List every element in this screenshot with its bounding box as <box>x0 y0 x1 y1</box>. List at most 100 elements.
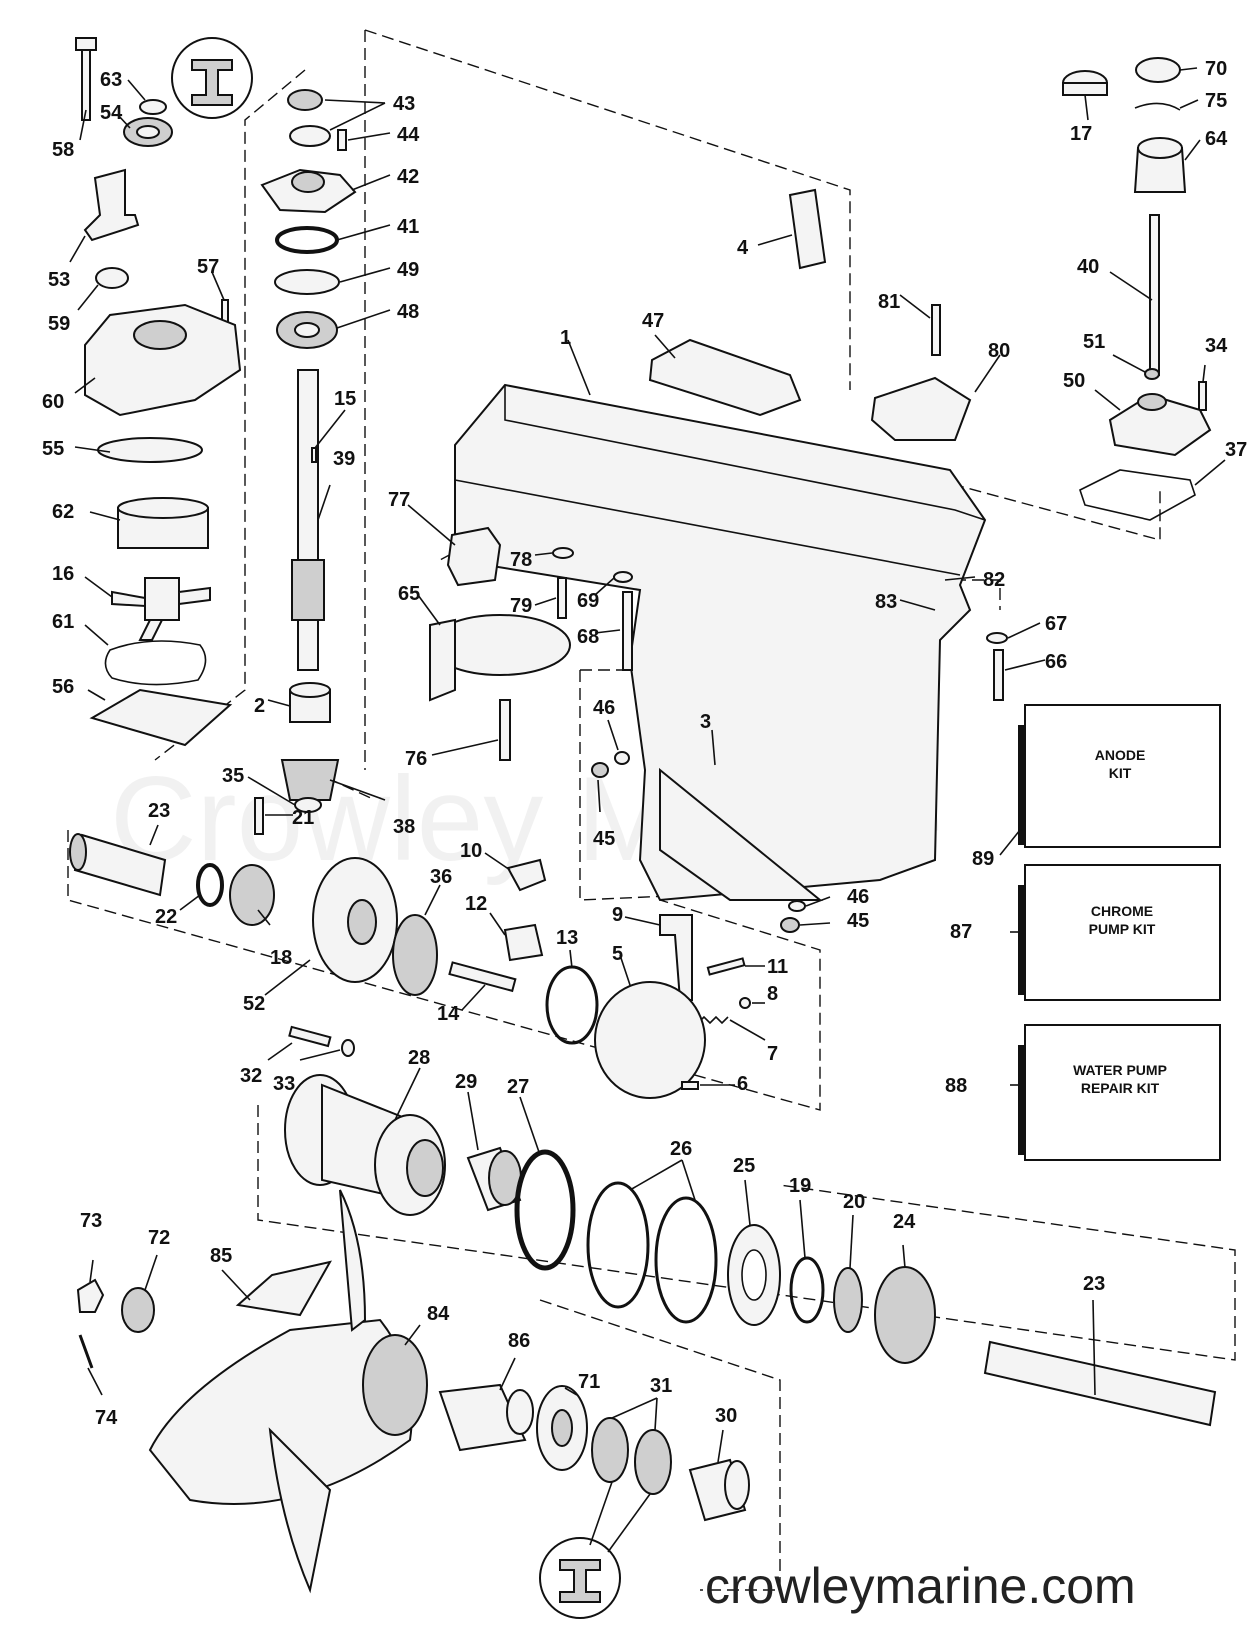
callout-18: 18 <box>270 947 292 969</box>
pin-14 <box>448 961 517 993</box>
washer-46b <box>788 900 806 912</box>
bolt-32 <box>288 1025 332 1048</box>
callout-64: 64 <box>1205 128 1228 150</box>
callout-36: 36 <box>430 866 452 888</box>
screw-34 <box>1198 381 1207 411</box>
plug-45b <box>780 917 800 933</box>
callout-8: 8 <box>767 983 778 1005</box>
kit-wp-line2: REPAIR KIT <box>1081 1080 1160 1096</box>
callout-46a: 46 <box>593 697 615 719</box>
link-12 <box>503 923 544 962</box>
gasket-61 <box>104 640 207 686</box>
callout-55: 55 <box>42 438 64 460</box>
callout-34: 34 <box>1205 335 1228 357</box>
bearing-20 <box>833 1267 863 1333</box>
o-ring-27 <box>514 1149 576 1271</box>
ball-8 <box>739 997 751 1009</box>
gasket-37 <box>1079 469 1196 521</box>
arm-53 <box>83 168 140 242</box>
callout-82: 82 <box>983 569 1005 591</box>
hub-86 <box>438 1383 527 1452</box>
callout-62: 62 <box>52 501 74 523</box>
callout-46b: 46 <box>847 886 869 908</box>
cap-70 <box>1135 57 1181 83</box>
callout-79: 79 <box>510 595 532 617</box>
callout-23a: 23 <box>148 800 170 822</box>
callout-54: 54 <box>100 102 123 124</box>
washer-46a <box>614 751 630 765</box>
kit-anode-line2: KIT <box>1109 765 1132 781</box>
clip-75 <box>1134 102 1181 111</box>
shim-49 <box>274 269 340 295</box>
shift-rod-group <box>1062 57 1212 521</box>
forward-gear-group <box>69 833 751 1099</box>
callout-20: 20 <box>843 1191 865 1213</box>
callout-47: 47 <box>642 310 664 332</box>
callout-83: 83 <box>875 591 897 613</box>
kit-chrome-line1: CHROME <box>1091 903 1153 919</box>
callout-81: 81 <box>878 291 900 313</box>
washer-67 <box>986 632 1008 644</box>
callout-88: 88 <box>945 1075 967 1097</box>
callout-89: 89 <box>972 848 994 870</box>
callout-60: 60 <box>42 391 64 413</box>
callout-15: 15 <box>334 388 356 410</box>
bolt-81 <box>931 304 941 356</box>
callout-3: 3 <box>700 711 711 733</box>
callout-80: 80 <box>988 340 1010 362</box>
callout-32: 32 <box>240 1065 262 1087</box>
callout-10: 10 <box>460 840 482 862</box>
prop-shaft-23b <box>983 1340 1217 1427</box>
water-pump-group <box>75 37 242 747</box>
callout-85: 85 <box>210 1245 232 1267</box>
washer-69 <box>613 571 633 583</box>
callout-37: 37 <box>1225 439 1247 461</box>
nut-73 <box>76 1278 105 1313</box>
callout-labels: 58 63 54 43 44 42 41 49 48 53 59 57 60 1… <box>42 58 1247 1429</box>
callout-25: 25 <box>733 1155 755 1177</box>
callout-61: 61 <box>52 611 74 633</box>
callout-73: 73 <box>80 1210 102 1232</box>
bolt-58 <box>81 44 91 121</box>
callout-65: 65 <box>398 583 420 605</box>
callout-74: 74 <box>95 1407 118 1429</box>
callout-48: 48 <box>397 301 419 323</box>
callout-30: 30 <box>715 1405 737 1427</box>
screw-68 <box>622 591 633 671</box>
kit-callouts: 89 87 88 <box>945 829 1021 1097</box>
callout-17: 17 <box>1070 123 1092 145</box>
callout-12: 12 <box>465 893 487 915</box>
callout-49: 49 <box>397 259 419 281</box>
screw-76 <box>499 699 511 761</box>
callout-13: 13 <box>556 927 578 949</box>
callout-76: 76 <box>405 748 427 770</box>
callout-45a: 45 <box>593 828 615 850</box>
screw-44 <box>337 129 347 151</box>
pin-11 <box>706 957 746 976</box>
callout-41: 41 <box>397 216 419 238</box>
callout-39: 39 <box>333 448 355 470</box>
kit-anode-line1: ANODE <box>1095 747 1146 763</box>
kit-chrome-pump: CHROME PUMP KIT <box>1018 864 1221 1001</box>
callout-51: 51 <box>1083 331 1105 353</box>
driveshaft-39 <box>297 369 319 671</box>
callout-4: 4 <box>737 237 749 259</box>
ring-22 <box>196 863 224 907</box>
callout-52: 52 <box>243 993 265 1015</box>
callout-78: 78 <box>510 549 532 571</box>
callout-6: 6 <box>737 1073 748 1095</box>
callout-28: 28 <box>408 1047 430 1069</box>
seal-31a <box>591 1417 629 1483</box>
anode-80 <box>870 376 972 441</box>
callout-67: 67 <box>1045 613 1067 635</box>
washer-33 <box>341 1039 355 1057</box>
seal-43b <box>289 125 331 147</box>
o-ring-51 <box>1144 368 1160 380</box>
callout-50: 50 <box>1063 370 1085 392</box>
clutch-18 <box>229 864 275 926</box>
washer-63 <box>139 99 167 115</box>
callout-77: 77 <box>388 489 410 511</box>
screw-66 <box>993 649 1004 701</box>
plug-45a <box>591 762 609 778</box>
